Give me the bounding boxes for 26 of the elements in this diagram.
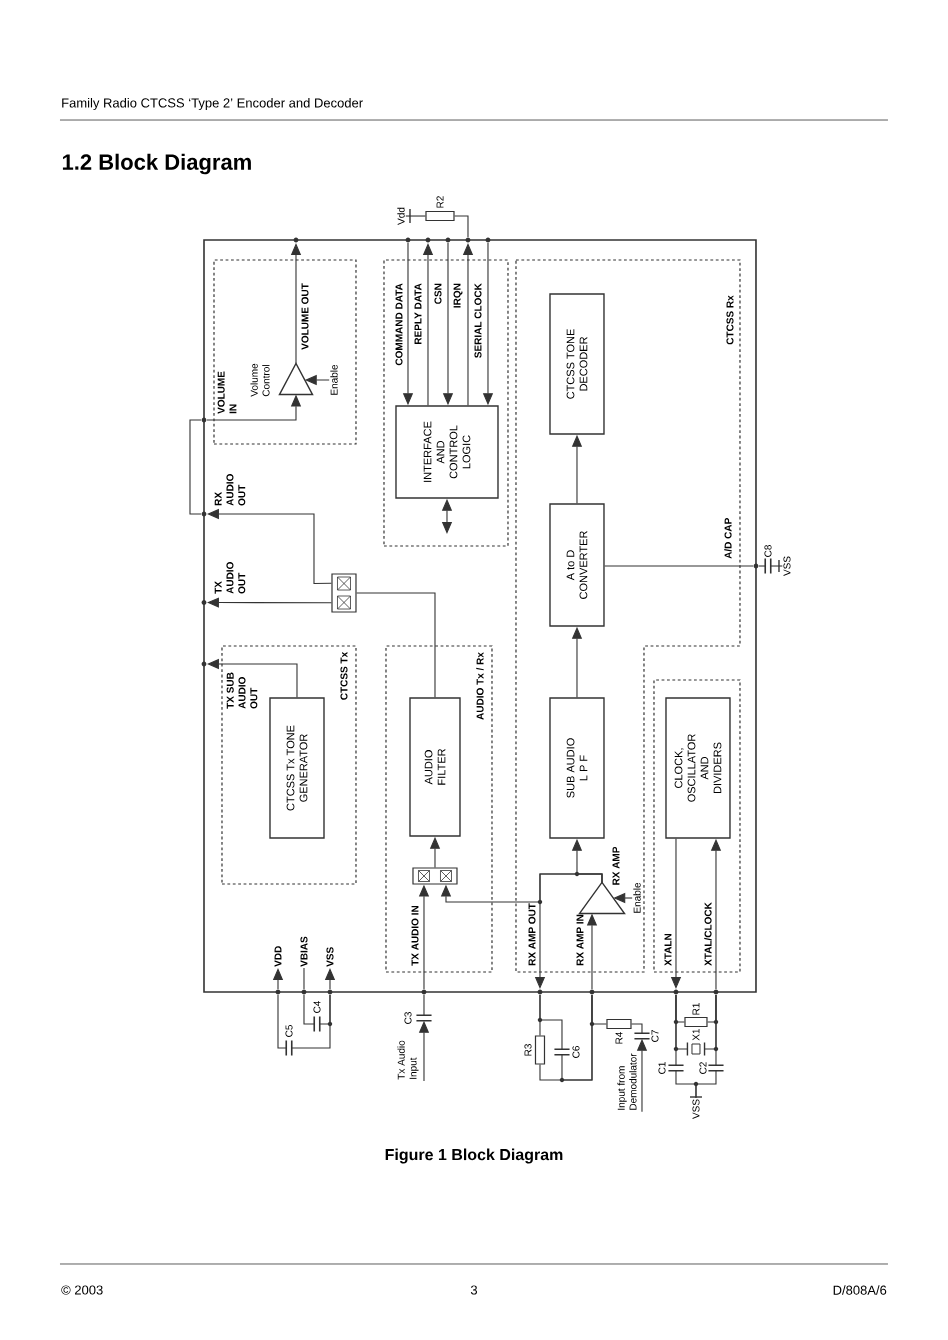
wire xyxy=(715,994,717,1066)
wire xyxy=(423,994,425,1016)
switch-symbol xyxy=(412,867,458,885)
dashed-region xyxy=(653,679,741,973)
wire xyxy=(303,994,315,1025)
wire xyxy=(277,994,287,1049)
wire xyxy=(631,1023,643,1034)
wire xyxy=(189,419,202,515)
wire xyxy=(591,994,607,1025)
wire xyxy=(454,215,469,238)
wire xyxy=(695,1070,717,1099)
dashed-region xyxy=(383,259,509,547)
switch-symbol xyxy=(331,573,357,613)
chip-outline xyxy=(203,239,757,993)
wire xyxy=(758,565,766,567)
wire xyxy=(675,994,677,1066)
section-heading: 1.2 Block Diagram xyxy=(62,153,251,175)
wire xyxy=(604,565,754,567)
wire xyxy=(319,994,331,1025)
wire xyxy=(356,592,436,698)
figure-caption: Figure 1 Block Diagram xyxy=(385,1148,563,1164)
wire xyxy=(303,967,305,990)
wire xyxy=(405,215,426,217)
dashed-region xyxy=(213,259,357,445)
wire xyxy=(539,994,563,1050)
wire xyxy=(770,565,783,567)
